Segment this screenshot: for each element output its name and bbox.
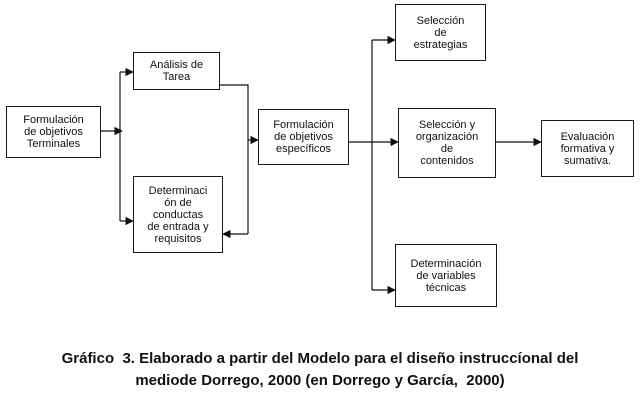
caption-line-2: mediode Dorrego, 2000 (en Dorrego y Garc…: [135, 372, 505, 389]
box-formulacion-objetivos-especificos: Formulación de objetivos específicos: [258, 109, 349, 165]
figure-caption: Gráfico 3. Elaborado a partir del Modelo…: [0, 348, 640, 392]
box-determinacion-conductas: Determinaci ón de conductas de entrada y…: [133, 176, 223, 253]
box-label: Selección y organización de contenidos: [415, 119, 479, 167]
box-label: Selección de estrategias: [413, 14, 468, 51]
box-label: Formulación de objetivos específicos: [273, 119, 334, 155]
box-label: Análisis de Tarea: [149, 59, 204, 83]
box-analisis-de-tarea: Análisis de Tarea: [133, 52, 220, 90]
box-label: Formulación de objetivos Terminales: [23, 114, 84, 150]
box-label: Determinación de variables técnicas: [410, 257, 482, 294]
box-label: Determinaci ón de conductas de entrada y…: [147, 184, 209, 245]
box-formulacion-objetivos-terminales: Formulación de objetivos Terminales: [6, 106, 101, 158]
connector-analisis-out: [220, 84, 249, 234]
box-seleccion-organizacion-contenidos: Selección y organización de contenidos: [398, 108, 496, 178]
box-evaluacion: Evaluación formativa y sumativa.: [541, 120, 634, 177]
box-determinacion-variables-tecnicas: Determinación de variables técnicas: [395, 244, 497, 307]
caption-line-1: Gráfico 3. Elaborado a partir del Modelo…: [61, 350, 579, 367]
box-label: Evaluación formativa y sumativa.: [560, 130, 615, 167]
box-seleccion-estrategias: Selección de estrategias: [395, 4, 486, 61]
